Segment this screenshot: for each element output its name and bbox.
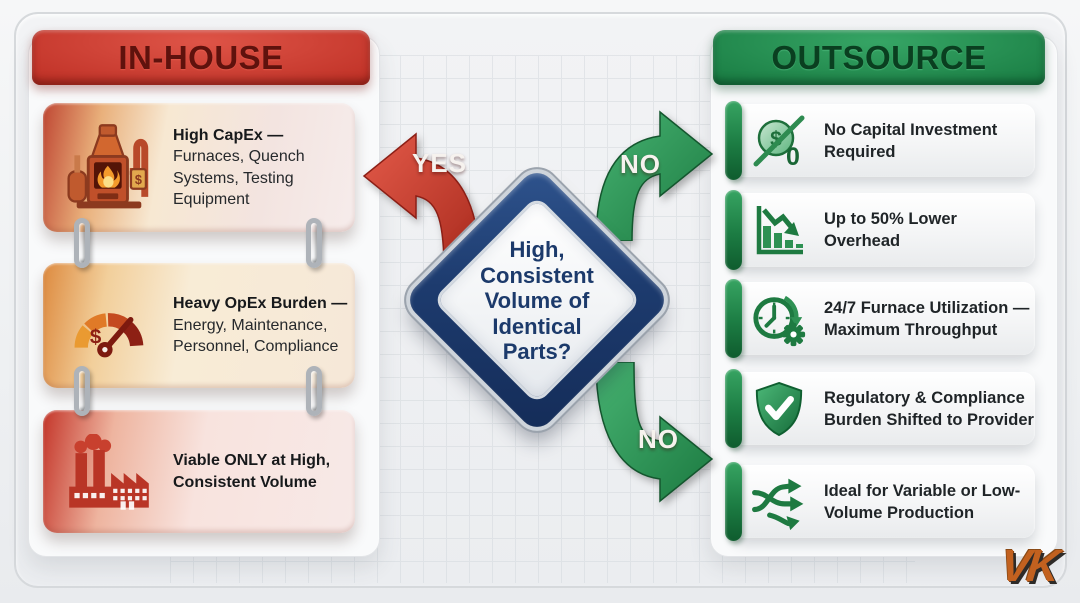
card-detail: Energy, Maintenance, Personnel, Complian…: [173, 316, 339, 356]
brand-watermark: VK: [998, 540, 1059, 591]
outsource-card-flexibility: Ideal for Variable or Low-Volume Product…: [725, 462, 1035, 541]
shield-check-icon: [748, 380, 810, 438]
gauge-icon: $: [59, 290, 159, 362]
chain-ring: [306, 366, 322, 416]
outsource-card-utilization: 24/7 Furnace Utilization — Maximum Throu…: [725, 279, 1035, 358]
outsource-card-no-capital-text: No Capital Investment Required: [824, 120, 998, 161]
chain-ring: [74, 366, 90, 416]
in-house-card-capex: $ High CapEx — Furnaces, Quench Systems,…: [43, 103, 355, 232]
clock-gear-icon: [748, 291, 810, 347]
chain-ring: [306, 218, 322, 268]
svg-text:$: $: [135, 173, 142, 187]
yes-arrow: [362, 132, 481, 270]
in-house-header-label: IN-HOUSE: [118, 39, 284, 76]
outsource-card-overhead-text: Up to 50% Lower Overhead: [824, 210, 957, 250]
in-house-card-capex-text: High CapEx — Furnaces, Quench Systems, T…: [173, 125, 325, 211]
in-house-card-volume-text: Viable ONLY at High, Consistent Volume: [173, 450, 355, 493]
outsource-card-no-capital: $ 0 No Capital Investment Required: [725, 101, 1035, 180]
outsource-header: OUTSOURCE: [713, 30, 1045, 85]
in-house-card-opex-text: Heavy OpEx Burden — Energy, Maintenance,…: [173, 293, 351, 358]
outsource-card-compliance: Regulatory & Compliance Burden Shifted t…: [725, 369, 1035, 448]
chain-ring: [74, 218, 90, 268]
no-arrow-top-label: NO: [620, 149, 661, 179]
in-house-card-opex: $ Heavy OpEx Burden — Energy, Maintenanc…: [43, 263, 355, 388]
yes-arrow-label: YES: [412, 148, 468, 178]
outsource-card-overhead: Up to 50% Lower Overhead: [725, 190, 1035, 270]
card-detail: Furnaces, Quench Systems, Testing Equipm…: [173, 148, 305, 208]
svg-text:0: 0: [786, 143, 800, 169]
card-title: High CapEx —: [173, 126, 284, 144]
outsource-header-label: OUTSOURCE: [771, 39, 987, 76]
outsource-card-flexibility-text: Ideal for Variable or Low-Volume Product…: [824, 481, 1021, 522]
factory-icon: [59, 433, 159, 510]
dollar-slash-icon: $ 0: [748, 113, 810, 169]
outsource-card-compliance-text: Regulatory & Compliance Burden Shifted t…: [824, 388, 1034, 429]
no-arrow-bottom-label: NO: [638, 424, 679, 454]
in-house-header: IN-HOUSE: [32, 30, 370, 85]
decision-question: High, Consistent Volume of Identical Par…: [480, 237, 594, 365]
in-house-card-volume: Viable ONLY at High, Consistent Volume: [43, 410, 355, 533]
card-title: Heavy OpEx Burden —: [173, 295, 348, 313]
declining-chart-icon: [748, 202, 810, 258]
no-arrow-bottom: [595, 362, 714, 503]
shuffle-arrows-icon: [748, 474, 810, 530]
no-arrow-top: [595, 110, 714, 241]
svg-text:$: $: [90, 325, 102, 348]
outsource-card-utilization-text: 24/7 Furnace Utilization — Maximum Throu…: [824, 298, 1030, 339]
card-title: Viable ONLY at High, Consistent Volume: [173, 452, 331, 491]
furnace-icon: $: [59, 123, 159, 213]
